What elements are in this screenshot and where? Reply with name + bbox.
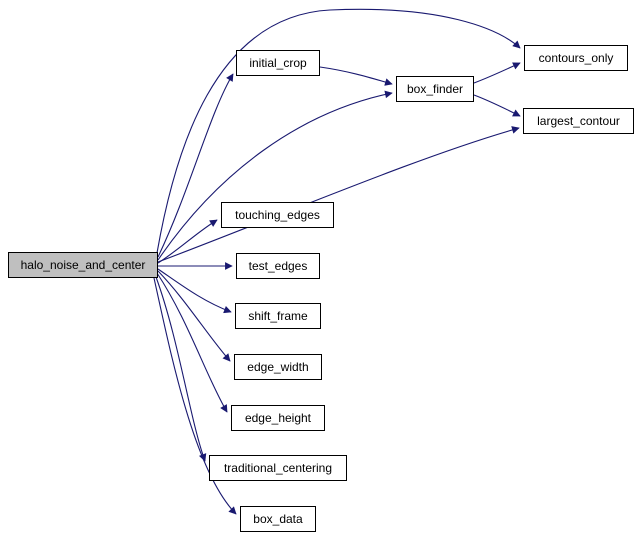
edge-halo_noise_and_center-to-shift_frame — [157, 268, 232, 314]
edge-halo_noise_and_center-to-box_data — [153, 277, 237, 515]
edge-halo_noise_and_center-to-edge_height — [156, 272, 228, 413]
edge-halo_noise_and_center-to-traditional_centering — [155, 276, 207, 462]
edge-halo_noise_and_center-to-touching_edges — [157, 219, 218, 264]
node-shift_frame[interactable]: shift_frame — [235, 303, 321, 329]
node-largest_contour[interactable]: largest_contour — [523, 108, 634, 134]
node-initial_crop[interactable]: initial_crop — [236, 50, 320, 76]
node-traditional_centering[interactable]: traditional_centering — [209, 455, 347, 481]
node-test_edges[interactable]: test_edges — [236, 253, 320, 279]
node-edge_width[interactable]: edge_width — [234, 354, 322, 380]
node-contours_only[interactable]: contours_only — [524, 45, 628, 71]
node-halo_noise_and_center[interactable]: halo_noise_and_center — [8, 252, 158, 278]
edge-halo_noise_and_center-to-largest_contour — [157, 126, 520, 263]
edge-halo_noise_and_center-to-contours_only — [156, 8, 521, 254]
node-touching_edges[interactable]: touching_edges — [221, 202, 334, 228]
edge-initial_crop-to-box_finder — [319, 66, 393, 86]
edge-halo_noise_and_center-to-edge_width — [157, 270, 231, 362]
node-box_finder[interactable]: box_finder — [396, 76, 474, 102]
node-box_data[interactable]: box_data — [240, 506, 316, 532]
node-edge_height[interactable]: edge_height — [231, 405, 325, 431]
edge-halo_noise_and_center-to-initial_crop — [157, 73, 234, 258]
edge-halo_noise_and_center-to-box_finder — [157, 90, 393, 261]
edge-box_finder-to-largest_contour — [473, 94, 521, 117]
edge-box_finder-to-contours_only — [473, 62, 521, 84]
